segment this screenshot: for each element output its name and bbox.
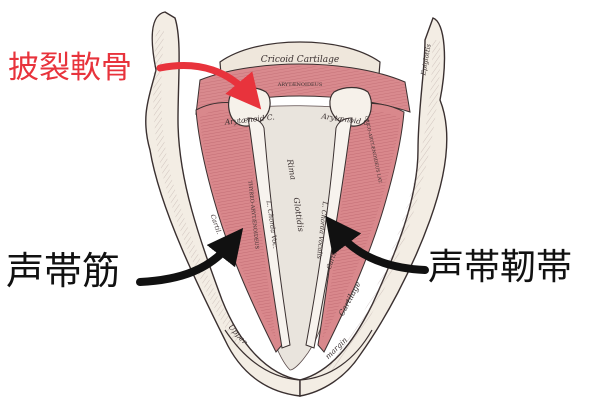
vocal-ligament-label: 声帯靭帯 (428, 247, 573, 288)
arytenoid-cartilage-label: 披裂軟骨 (8, 50, 132, 86)
thyroid-wing-right (299, 17, 448, 397)
vocalis-muscle-label: 声帯筋 (6, 249, 121, 293)
label-cricoid: Cricoid Cartilage (261, 55, 339, 65)
vocal-ligament-left (247, 117, 291, 349)
label-arytenoideus: ARYTÆNOIDEUS (277, 82, 323, 88)
arytenoid-callout-arrow (156, 62, 262, 110)
thyroid-lower-rim (224, 329, 373, 381)
arytenoid-cartilage-right (329, 86, 372, 127)
ligament-callout-arrow (325, 215, 429, 274)
vocalis-callout-arrow (136, 227, 244, 286)
label-rima: Rima (285, 157, 298, 180)
